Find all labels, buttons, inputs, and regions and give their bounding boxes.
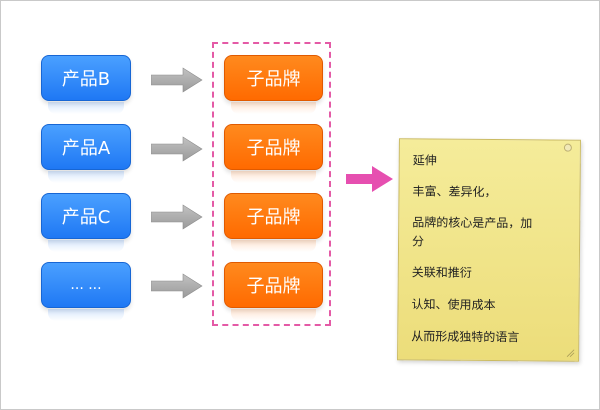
- product-label: 产品C: [61, 207, 111, 228]
- sub-brand-label: 子品牌: [246, 276, 301, 297]
- note-line: 丰富、差异化，: [412, 184, 497, 200]
- product-label: 产品A: [61, 138, 111, 159]
- sub-brand-label: 子品牌: [246, 69, 301, 90]
- sub-brand-box: 子品牌: [224, 124, 323, 183]
- note-line: 认知、使用成本: [411, 297, 496, 313]
- product-label: 产品B: [61, 69, 111, 90]
- product-label: ... ...: [70, 277, 102, 293]
- gray-right-arrow-icon: [151, 67, 203, 93]
- note-line: 从而形成独特的语言: [411, 329, 520, 345]
- product-box-a: 产品A: [41, 124, 131, 183]
- note-line: 品牌的核心是产品，加: [412, 215, 533, 231]
- sub-brand-box: 子品牌: [224, 262, 323, 321]
- gray-right-arrow-icon: [151, 136, 203, 162]
- pin-icon: [563, 143, 572, 152]
- resize-corner-icon: [566, 349, 575, 357]
- sub-brand-box: 子品牌: [224, 193, 323, 252]
- product-box-c: 产品C: [41, 193, 131, 252]
- product-box-b: 产品B: [41, 55, 131, 114]
- gray-right-arrow-icon: [151, 273, 203, 299]
- sub-brand-group-border: [212, 42, 331, 326]
- sub-brand-label: 子品牌: [246, 207, 301, 228]
- note-line: 延伸: [412, 153, 437, 168]
- pink-right-arrow-icon: [346, 166, 393, 192]
- product-box-more: ... ...: [41, 262, 131, 321]
- gray-right-arrow-icon: [151, 204, 203, 230]
- note-line: 关联和推衍: [411, 265, 472, 280]
- sticky-note: 延伸 丰富、差异化， 品牌的核心是产品，加 分 关联和推衍 认知、使用成本 从而…: [397, 138, 581, 362]
- sub-brand-label: 子品牌: [246, 138, 301, 159]
- note-line: 分: [412, 234, 425, 249]
- sub-brand-box: 子品牌: [224, 55, 323, 114]
